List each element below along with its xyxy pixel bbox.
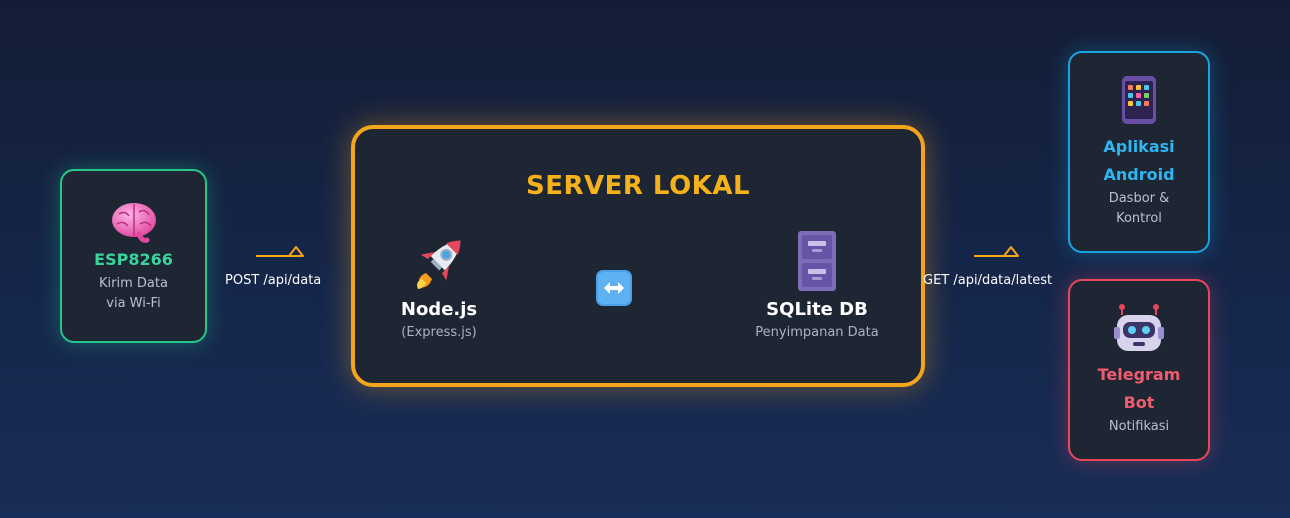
edge-get-label: GET /api/data/latest [923, 273, 1053, 288]
left-right-arrow-icon [596, 270, 632, 306]
sqlite-subtitle: Penyimpanan Data [755, 325, 879, 340]
brain-icon [111, 203, 156, 243]
telegram-title-line2: Bot [1123, 393, 1155, 412]
server-lokal-box: SERVER LOKAL Node.js (Express.js) [351, 125, 925, 387]
esp-title: ESP8266 [94, 250, 173, 269]
rocket-icon [417, 240, 461, 289]
android-app-node: Aplikasi Android Dasbor & Kontrol [1068, 51, 1210, 253]
esp-desc-line1: Kirim Data [99, 276, 168, 291]
edge-post-label: POST /api/data [225, 273, 322, 288]
get-arrow [974, 246, 1019, 257]
file-cabinet-icon [798, 231, 836, 291]
robot-icon [1114, 304, 1164, 351]
telegram-title-line1: Telegram [1097, 365, 1181, 384]
android-desc-line2: Kontrol [1116, 211, 1162, 226]
telegram-bot-node: Telegram Bot Notifikasi [1068, 279, 1210, 461]
sqlite-title: SQLite DB [766, 299, 868, 320]
server-title: SERVER LOKAL [525, 171, 751, 201]
post-arrow [256, 246, 304, 257]
android-desc-line1: Dasbor & [1108, 191, 1170, 206]
mobile-app-icon [1122, 76, 1156, 124]
nodejs-title: Node.js [400, 299, 478, 320]
nodejs-subtitle: (Express.js) [401, 325, 477, 340]
sqlite-component: SQLite DB Penyimpanan Data [717, 231, 917, 343]
telegram-desc: Notifikasi [1108, 419, 1170, 434]
esp-desc-line2: via Wi-Fi [106, 296, 161, 311]
android-title-line1: Aplikasi [1103, 137, 1175, 156]
nodejs-component: Node.js (Express.js) [339, 231, 539, 343]
esp8266-node: ESP8266 Kirim Data via Wi-Fi [60, 169, 207, 343]
android-title-line2: Android [1103, 165, 1175, 184]
